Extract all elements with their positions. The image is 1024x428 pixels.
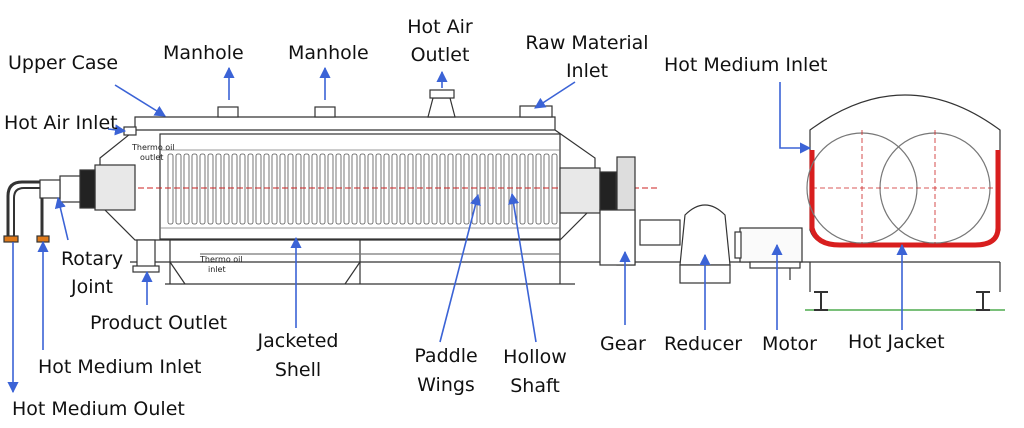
- paddle-wing: [463, 153, 470, 225]
- drive-train: [559, 156, 803, 284]
- label-hot-medium-inlet-bottom: Hot Medium Inlet: [38, 356, 202, 378]
- motor-shape: [739, 227, 803, 263]
- paddle-wing: [279, 153, 286, 225]
- label-rotary-joint-1: Rotary: [60, 248, 124, 270]
- paddle-wing: [479, 153, 486, 225]
- paddle-wing: [551, 153, 558, 225]
- arrow-rotary-joint: [54, 196, 69, 241]
- paddle-wing: [391, 153, 398, 225]
- paddle-wing: [367, 153, 374, 225]
- paddle-wing: [455, 153, 462, 225]
- cross-section-view: [805, 94, 1005, 311]
- paddle-wing: [175, 153, 182, 225]
- label-hot-jacket: Hot Jacket: [848, 331, 945, 353]
- paddle-wing: [335, 153, 342, 225]
- paddle-wing: [287, 153, 294, 225]
- arrow-hollow-shaft: [508, 192, 537, 343]
- label-hot-medium-outlet: Hot Medium Oulet: [12, 398, 185, 420]
- paddle-wing: [407, 153, 414, 225]
- thermo-oil-outlet-text-1: Thermo oil: [131, 143, 175, 152]
- paddle-wing: [255, 153, 262, 225]
- label-upper-case: Upper Case: [8, 52, 119, 74]
- label-raw-material-2: Inlet: [565, 60, 609, 82]
- paddle-wing: [351, 153, 358, 225]
- arrow-upper-case: [114, 84, 166, 117]
- paddle-wing: [199, 153, 206, 225]
- label-rotary-joint-2: Joint: [71, 276, 113, 298]
- paddle-wing: [295, 153, 302, 225]
- label-manhole-2: Manhole: [288, 42, 369, 64]
- paddle-wing: [271, 153, 278, 225]
- label-hot-air-outlet-1: Hot Air: [407, 16, 473, 38]
- label-hot-air-inlet: Hot Air Inlet: [4, 112, 118, 134]
- paddle-wing: [415, 153, 422, 225]
- dryer-body: [30, 89, 810, 285]
- paddle-wing: [423, 153, 430, 225]
- paddle-wing: [247, 153, 254, 225]
- hot-air-outlet-shape: [427, 97, 456, 118]
- paddle-wing: [383, 153, 390, 225]
- label-raw-material-1: Raw Material: [525, 32, 649, 54]
- label-product-outlet: Product Outlet: [90, 312, 228, 334]
- paddle-wing: [239, 153, 246, 225]
- paddle-wing: [319, 153, 326, 225]
- paddle-wing: [431, 153, 438, 225]
- paddle-wing: [183, 153, 190, 225]
- paddle-wing: [543, 153, 550, 225]
- paddle-wing: [399, 153, 406, 225]
- label-gear: Gear: [600, 333, 646, 355]
- paddle-wing: [167, 153, 174, 225]
- paddle-wing: [263, 153, 270, 225]
- paddle-wing: [311, 153, 318, 225]
- paddle-wing: [503, 153, 510, 225]
- label-motor: Motor: [762, 333, 817, 355]
- label-hollow-shaft-1: Hollow: [503, 346, 567, 368]
- paddle-wing: [375, 153, 382, 225]
- label-jacketed-shell-2: Shell: [274, 359, 322, 381]
- label-manhole-1: Manhole: [163, 42, 244, 64]
- paddle-wing: [191, 153, 198, 225]
- arrow-hot-medium-inlet-top: [779, 82, 812, 154]
- paddle-wing: [359, 153, 366, 225]
- thermo-oil-outlet-text-2: outlet: [140, 153, 163, 162]
- paddle-wing-slats: [167, 153, 558, 225]
- paddle-wing: [303, 153, 310, 225]
- paddle-wing: [487, 153, 494, 225]
- label-paddle-wings-2: Wings: [417, 374, 475, 396]
- manhole-2-shape: [314, 106, 336, 118]
- paddle-wing: [439, 153, 446, 225]
- label-jacketed-shell-1: Jacketed: [257, 330, 339, 352]
- label-hot-air-outlet-2: Outlet: [410, 44, 470, 66]
- label-hollow-shaft-2: Shaft: [510, 375, 560, 397]
- arrow-raw-material: [534, 81, 576, 109]
- paddle-wing: [535, 153, 542, 225]
- arrow-paddle-wings: [439, 193, 481, 343]
- label-paddle-wings-1: Paddle: [414, 345, 478, 367]
- paddle-wing: [215, 153, 222, 225]
- paddle-wing: [327, 153, 334, 225]
- paddle-wing: [519, 153, 526, 225]
- upper-case-shape: [134, 116, 556, 130]
- arrow-hot-air-inlet: [107, 124, 127, 136]
- callout-arrows: [7, 66, 908, 394]
- thermo-oil-inlet-text-2: inlet: [208, 265, 226, 274]
- paddle-wing: [527, 153, 534, 225]
- label-reducer: Reducer: [664, 333, 743, 355]
- paddle-wing: [343, 153, 350, 225]
- rotary-joint-assembly: [3, 164, 136, 243]
- paddle-wing: [231, 153, 238, 225]
- manhole-1-shape: [217, 106, 239, 118]
- paddle-wing: [447, 153, 454, 225]
- thermo-oil-inlet-text-1: Thermo oil: [199, 255, 243, 264]
- paddle-wing: [207, 153, 214, 225]
- paddle-wing: [223, 153, 230, 225]
- reducer-shape: [679, 204, 731, 266]
- label-hot-medium-inlet-top: Hot Medium Inlet: [664, 54, 828, 76]
- paddle-wing: [495, 153, 502, 225]
